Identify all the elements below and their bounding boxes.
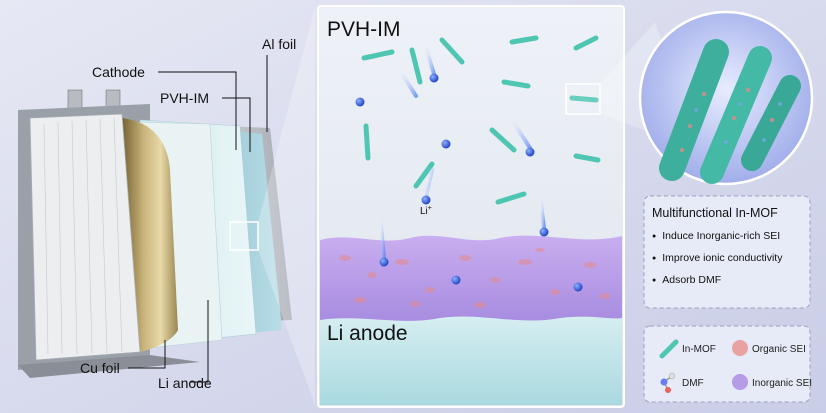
legend-dmf: DMF: [682, 378, 704, 389]
zoom-panel: Li+ PVH-IM Li anode: [317, 5, 700, 408]
li-ion: [441, 139, 451, 149]
rod: [363, 123, 371, 161]
legend-inorganic-sei: Inorganic SEI: [752, 378, 812, 389]
rod: [489, 127, 517, 153]
li-ion: [379, 257, 389, 267]
front-electrode-texture: [43, 117, 123, 355]
label-pvh-im: PVH-IM: [160, 90, 209, 106]
legend-in-mof: In-MOF: [682, 344, 716, 355]
rod: [409, 47, 423, 85]
legend-organic-sei-swatch: [732, 340, 748, 356]
rod: [509, 35, 539, 45]
mof-crystals: [659, 39, 801, 184]
rod: [495, 191, 527, 205]
legend-inorganic-sei-swatch: [732, 374, 748, 390]
zoom-rays: [258, 8, 315, 405]
label-cu-foil: Cu foil: [80, 360, 120, 376]
cu-foil-layer: [120, 118, 178, 352]
in-mof-rods: [361, 35, 601, 205]
li-ions: [355, 73, 583, 292]
li-anode-region: [320, 316, 622, 405]
mof-magnified-view: [638, 10, 814, 186]
li-ion: [539, 227, 549, 237]
li-ion: [429, 73, 439, 83]
infobox-bullet: Induce Inorganic-rich SEI: [652, 230, 782, 242]
battery-tab-left: [67, 89, 83, 111]
leader-pvh-im: [222, 97, 251, 152]
li-ion: [525, 147, 535, 157]
legend-frame: [643, 325, 811, 403]
battery-illustration: [18, 8, 315, 405]
mof-crystal: [741, 75, 801, 171]
ion-trails: [378, 40, 580, 286]
label-li-anode: Li anode: [158, 375, 212, 391]
mof-dmf-spots: [680, 88, 774, 152]
sei-layer: [320, 235, 622, 321]
rod: [573, 35, 599, 51]
infobox-title: Multifunctional In-MOF: [652, 206, 778, 220]
li-ion: [573, 282, 583, 292]
infobox-bullet: Improve ionic conductivity: [652, 252, 782, 264]
organic-sei-speckles: [339, 248, 610, 308]
label-al-foil: Al foil: [262, 36, 296, 52]
legend-dmf-swatch: [660, 372, 676, 393]
leader-cu-foil: [128, 340, 166, 369]
rod: [439, 37, 465, 65]
rod: [413, 161, 435, 189]
li-ion: [355, 97, 365, 107]
rod: [569, 95, 599, 103]
infobox-bullet: Adsorb DMF: [652, 274, 782, 286]
mof-ion-spots: [694, 102, 782, 144]
zoom-marker: [229, 221, 259, 251]
zoom-panel-anode-label: Li anode: [327, 322, 408, 345]
legend-in-mof-swatch: [659, 339, 679, 359]
legend: In-MOF Organic SEI DMF Inorganic SEI: [643, 325, 812, 403]
leader-lines: [128, 55, 268, 383]
rod: [573, 153, 601, 163]
leader-cathode: [158, 71, 237, 150]
zoom-panel-title: PVH-IM: [327, 18, 401, 41]
infobox-bullets: Induce Inorganic-rich SEI Improve ionic …: [652, 230, 782, 296]
mof-zoom-marker: [565, 83, 601, 115]
li-ion: [421, 195, 431, 205]
rod: [501, 79, 531, 89]
mof-crystal: [700, 46, 772, 184]
li-ion: [451, 275, 461, 285]
label-cathode: Cathode: [92, 64, 145, 80]
pouch-edge: [18, 355, 200, 378]
front-electrode: [29, 113, 141, 361]
legend-organic-sei: Organic SEI: [752, 344, 806, 355]
leader-li-anode: [190, 300, 209, 383]
mof-crystal: [659, 39, 729, 181]
li-ion-label: Li+: [420, 205, 432, 217]
rod: [361, 49, 395, 61]
